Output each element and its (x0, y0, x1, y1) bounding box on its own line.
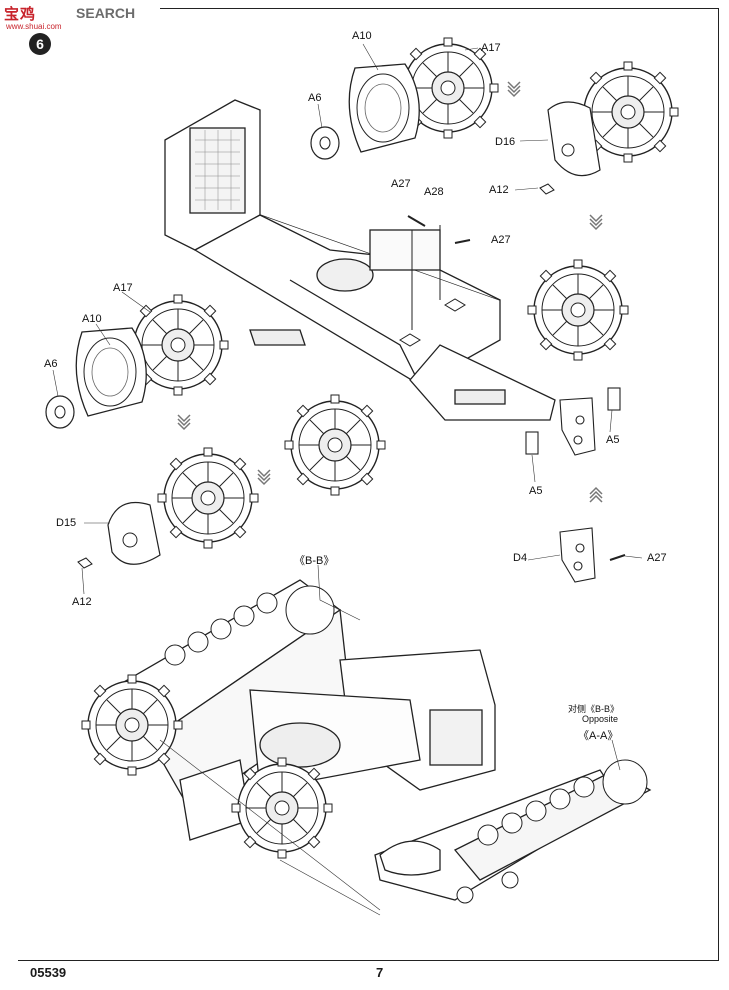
label-a5-right: A5 (606, 434, 620, 446)
note-aa: 《A-A》 (578, 730, 619, 742)
note-opposite-en: Opposite (582, 714, 619, 724)
label-d4: D4 (513, 552, 528, 564)
label-a17-top: A17 (481, 42, 501, 54)
frame-bottom-border (18, 960, 719, 961)
label-d15: D15 (56, 517, 77, 529)
watermark-logo: 宝鸡 SEARCH (4, 2, 135, 24)
page-number: 7 (376, 965, 384, 980)
label-a27-mid: A27 (491, 234, 511, 246)
label-a17-left: A17 (113, 282, 133, 294)
label-d16: D16 (495, 136, 516, 148)
note-opposite-cn: 对侧《B-B》 (568, 704, 620, 714)
label-a27-bottom: A27 (647, 552, 667, 564)
label-a6-top: A6 (308, 92, 322, 104)
frame-right-border (718, 8, 719, 960)
label-a12-right: A12 (489, 184, 509, 196)
label-a27-top: A27 (391, 178, 411, 190)
label-a5-bottom: A5 (529, 485, 543, 497)
kit-code: 05539 (30, 965, 67, 980)
watermark-brand-cn: 宝鸡 (4, 5, 37, 23)
note-bb-top: 《B-B》 (294, 555, 335, 567)
label-a6-left: A6 (44, 358, 58, 370)
frame-top-border (160, 8, 719, 9)
label-a10-top: A10 (352, 30, 372, 42)
label-a12-left: A12 (72, 596, 92, 608)
watermark-brand-en: SEARCH (76, 5, 136, 21)
step-number-badge: 6 (29, 33, 51, 55)
label-a28: A28 (424, 186, 444, 198)
label-a10-left: A10 (82, 313, 102, 325)
watermark-url: www.shuai.com (6, 22, 62, 31)
